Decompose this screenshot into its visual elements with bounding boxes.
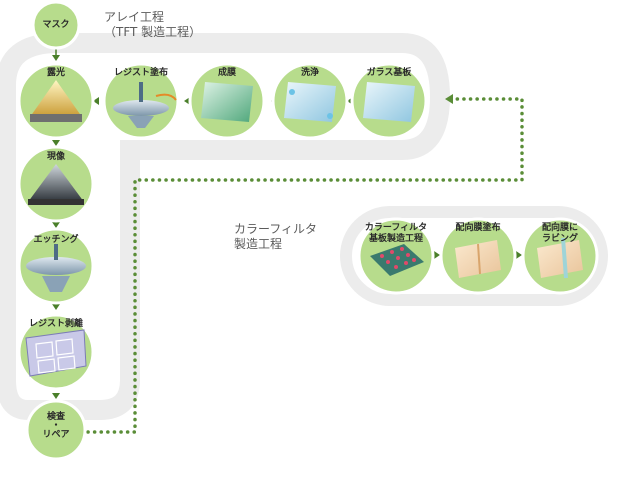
- resist-coat-nozzle: [139, 82, 143, 102]
- array-title-line2: （TFT 製造工程）: [104, 25, 202, 39]
- label-inspect-line2: リペア: [42, 430, 70, 440]
- label-inspect-dot: ・: [51, 421, 61, 431]
- dotted-connector: [86, 97, 524, 434]
- cleaning-bubble: [289, 89, 295, 95]
- label-mask: マスク: [42, 20, 70, 30]
- label-film: 成膜: [217, 68, 236, 78]
- etching-disc: [26, 257, 86, 275]
- resist-strip-plate: [25, 329, 87, 377]
- film-plate: [201, 82, 253, 122]
- arrow-resist-to-exposure: [93, 97, 99, 105]
- exposure-plate: [30, 114, 82, 122]
- label-cleaning: 洗浄: [300, 68, 319, 78]
- etching-base: [42, 276, 70, 292]
- cf-pixel-dots: [380, 247, 416, 269]
- cf-title-line1: カラーフィルタ: [234, 222, 318, 236]
- exposure-light-cone: [30, 80, 82, 117]
- label-resist-strip: レジスト剥離: [28, 319, 83, 329]
- label-rubbing: 配向膜に ラビング: [530, 223, 590, 245]
- arrow-mask-to-exposure: [52, 55, 60, 61]
- node-mask: [31, 0, 81, 50]
- cleaning-bubble: [327, 113, 333, 119]
- label-rubbing-line2: ラビング: [541, 234, 578, 244]
- arrow-film-to-resist: [184, 97, 190, 105]
- develop-cone: [28, 164, 84, 202]
- cf-process-title: カラーフィルタ 製造工程: [234, 222, 317, 252]
- node-inspect-repair: [25, 399, 87, 461]
- arrow-strip-to-inspect: [52, 393, 60, 399]
- array-process-track: [0, 33, 451, 420]
- label-cf-line2: 基板製造工程: [368, 234, 423, 244]
- cf-plate: [370, 244, 424, 276]
- cleaning-plate: [284, 82, 336, 122]
- arrow-align-to-rubbing: [516, 251, 522, 259]
- align-coat-stripe: [477, 243, 481, 275]
- arrow-etching-to-strip: [52, 304, 60, 310]
- label-develop: 現像: [46, 152, 65, 162]
- resist-coat-disc: [113, 100, 169, 116]
- label-glass: ガラス基板: [366, 68, 412, 78]
- arrow-develop-to-etching: [52, 222, 60, 228]
- cf-process-track: [340, 206, 608, 306]
- develop-plate: [28, 199, 84, 205]
- label-cf-line1: カラーフィルタ: [364, 223, 428, 233]
- label-rubbing-line1: 配向膜に: [541, 223, 578, 233]
- resist-strip-grid: [35, 338, 76, 374]
- rubbing-plate: [537, 240, 583, 278]
- rubbing-roller: [561, 237, 568, 279]
- resist-coat-base: [128, 116, 154, 128]
- arrow-exposure-to-develop: [52, 140, 60, 146]
- label-inspect-repair: 検査 ・ リペア: [36, 412, 76, 441]
- cf-title-line2: 製造工程: [234, 237, 283, 251]
- label-exposure: 露光: [46, 68, 65, 78]
- array-process-title: アレイ工程 （TFT 製造工程）: [104, 10, 201, 40]
- array-title-line1: アレイ工程: [104, 10, 165, 24]
- resist-coat-swirl: [155, 93, 177, 101]
- label-resist-coat: レジスト塗布: [113, 68, 168, 78]
- etching-nozzle: [54, 244, 58, 260]
- dotted-arrowhead: [445, 94, 453, 104]
- label-align-coat: 配向膜塗布: [455, 223, 501, 233]
- label-etching: エッチング: [33, 235, 79, 245]
- label-inspect-line1: 検査: [46, 412, 65, 422]
- glass-plate: [363, 82, 415, 122]
- arrow-cf-to-align: [434, 251, 440, 259]
- label-cf-substrate: カラーフィルタ 基板製造工程: [356, 223, 436, 245]
